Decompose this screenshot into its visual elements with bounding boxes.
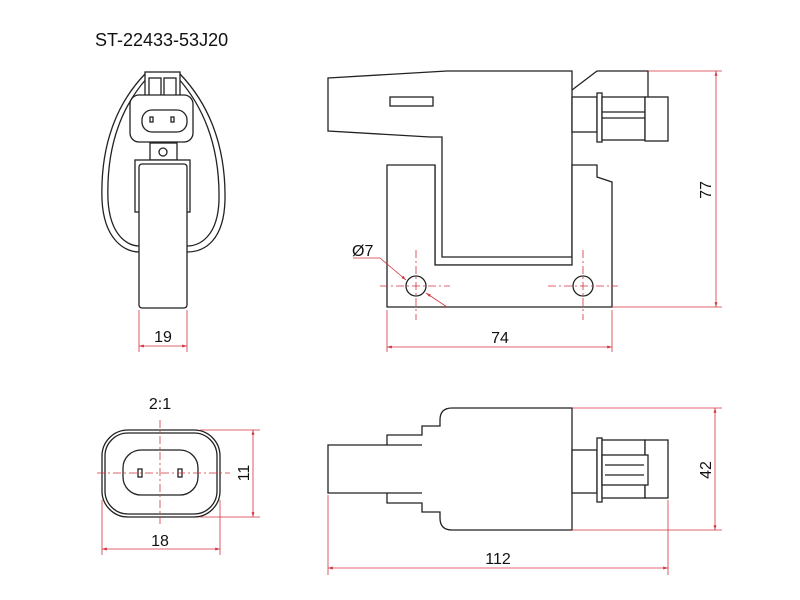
scale-label: 2:1 — [149, 396, 171, 413]
top-view: 42 112 — [327, 407, 722, 575]
part-number-title: ST-22433-53J20 — [95, 30, 228, 50]
hole-diameter-label: Ø7 — [352, 243, 373, 260]
dimension-label-74: 74 — [491, 330, 509, 347]
dimension-label-42: 42 — [698, 461, 715, 479]
side-view: Ø7 77 74 — [327, 70, 722, 352]
dimension-label-11: 11 — [236, 465, 253, 482]
connector-housing — [129, 94, 194, 143]
dimension-label-77: 77 — [698, 181, 715, 199]
dimension-label-112: 112 — [485, 551, 511, 568]
mounting-hole — [405, 275, 427, 297]
dimension-label-19: 19 — [154, 329, 172, 346]
dimension-label-18: 18 — [151, 533, 169, 550]
mounting-plate — [386, 164, 613, 308]
connector-detail-view: 2:1 11 18 — [97, 396, 260, 555]
front-view: 19 — [101, 71, 226, 352]
